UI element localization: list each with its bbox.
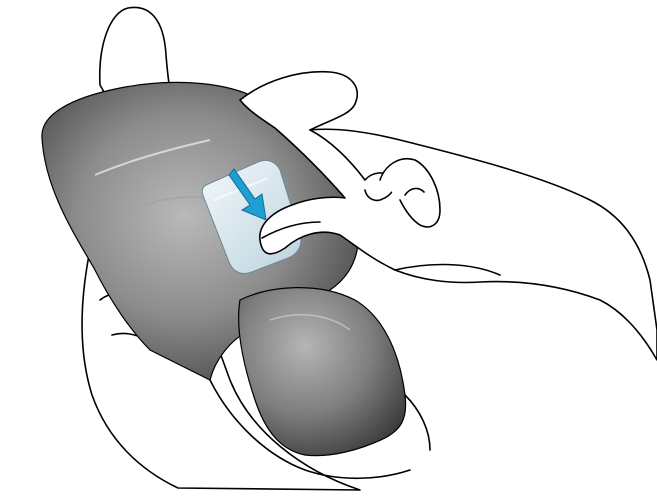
manual-illustration: [0, 0, 657, 497]
sim-insertion-illustration: [0, 0, 657, 497]
